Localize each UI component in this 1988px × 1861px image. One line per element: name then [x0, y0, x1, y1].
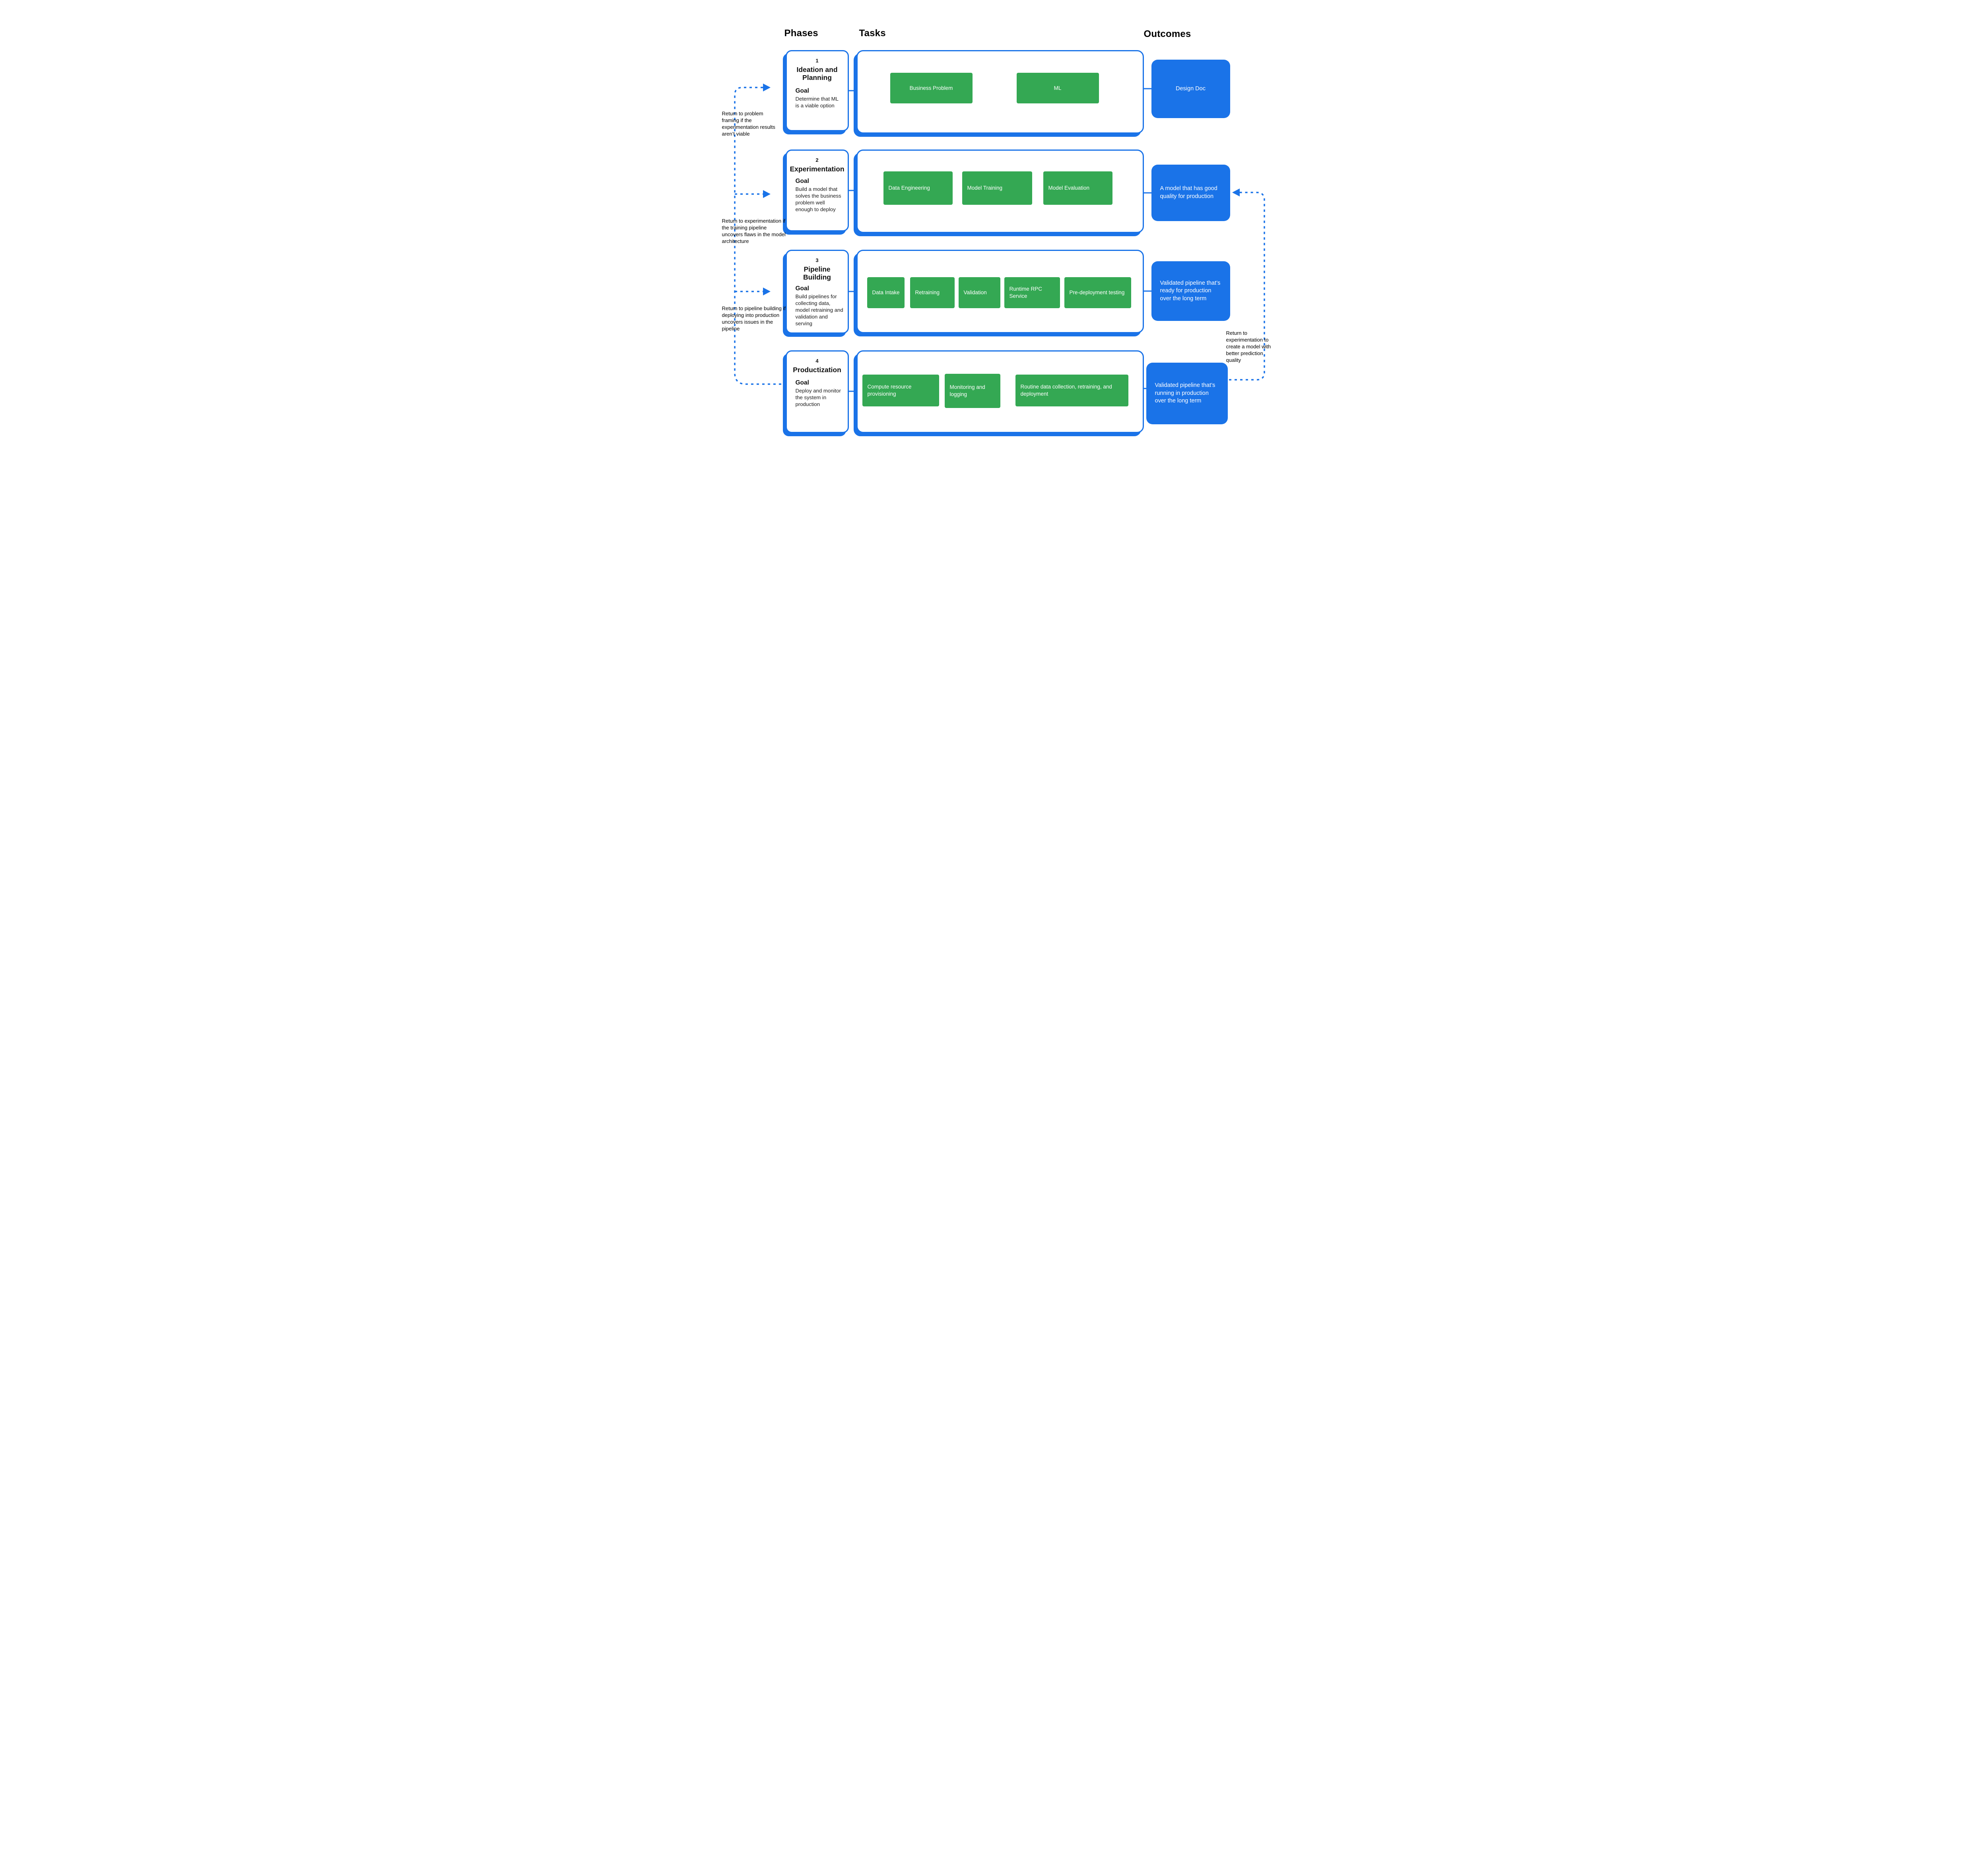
phase-card-experimentation: 2 Experimentation Goal Build a model tha… — [785, 150, 849, 231]
goal-text: Build a model that solves the business p… — [795, 186, 841, 212]
outcome-model-quality: A model that has good quality for produc… — [1151, 165, 1230, 221]
phase-number: 3 — [815, 257, 819, 263]
phases-header: Phases — [784, 28, 818, 39]
phase-number: 4 — [815, 358, 819, 364]
task-routine-data-collection: Routine data collection, retraining, and… — [1015, 375, 1128, 406]
phase-title: Productization — [793, 366, 841, 374]
annotation-return-experimentation-quality: Return to experimentation to create a mo… — [1226, 330, 1271, 363]
annotation-return-pipeline-building: Return to pipeline building if deploying… — [722, 305, 786, 332]
task-business-problem: Business Problem — [890, 73, 973, 103]
return-arrowhead-phase2-icon — [763, 190, 771, 198]
return-arrowhead-outcome2-icon — [1232, 188, 1240, 196]
task-model-evaluation: Model Evaluation — [1043, 171, 1112, 205]
phase-title: Ideation and Planning — [796, 66, 838, 82]
task-runtime-rpc-service: Runtime RPC Service — [1004, 277, 1060, 308]
return-arrowhead-phase3-icon — [763, 288, 771, 295]
goal-text: Build pipelines for collecting data, mod… — [795, 293, 843, 326]
annotation-return-experimentation: Return to experimentation if the trainin… — [722, 218, 786, 244]
tasks-header: Tasks — [859, 28, 886, 39]
phase-card-productization: 4 Productization Goal Deploy and monitor… — [785, 350, 849, 433]
ml-workflow-diagram: Phases Tasks Outcomes 1 Ideation and Pla… — [712, 0, 1276, 465]
phase-number: 2 — [815, 157, 819, 163]
annotation-return-problem-framing: Return to problem framing if the experim… — [722, 111, 775, 137]
task-model-training: Model Training — [962, 171, 1032, 205]
goal-label: Goal — [795, 379, 809, 387]
outcome-design-doc: Design Doc — [1151, 60, 1230, 118]
outcome-pipeline-ready: Validated pipeline that’s ready for prod… — [1151, 261, 1230, 321]
task-data-engineering: Data Engineering — [883, 171, 953, 205]
outcomes-header: Outcomes — [1143, 29, 1191, 39]
outcome-pipeline-running: Validated pipeline that’s running in pro… — [1146, 363, 1228, 424]
goal-text: Determine that ML is a viable option — [795, 96, 839, 109]
goal-text: Deploy and monitor the system in product… — [795, 388, 841, 407]
task-ml: ML — [1016, 73, 1099, 103]
phase-card-pipeline-building: 3 Pipeline Building Goal Build pipelines… — [785, 250, 849, 334]
task-monitoring-and-logging: Monitoring and logging — [944, 374, 1000, 408]
phase-title: Experimentation — [790, 165, 845, 173]
goal-label: Goal — [795, 285, 809, 292]
phase-title: Pipeline Building — [803, 265, 831, 282]
task-validation: Validation — [958, 277, 1000, 308]
task-pre-deployment-testing: Pre-deployment testing — [1064, 277, 1131, 308]
task-data-intake: Data Intake — [867, 277, 905, 308]
goal-label: Goal — [795, 178, 809, 185]
phase-number: 1 — [815, 58, 819, 64]
return-arrowhead-phase1-icon — [763, 84, 771, 91]
goal-label: Goal — [795, 87, 809, 95]
task-retraining: Retraining — [910, 277, 955, 308]
task-compute-resource-provisioning: Compute resource provisioning — [862, 375, 939, 406]
phase-card-ideation: 1 Ideation and Planning Goal Determine t… — [785, 50, 849, 131]
